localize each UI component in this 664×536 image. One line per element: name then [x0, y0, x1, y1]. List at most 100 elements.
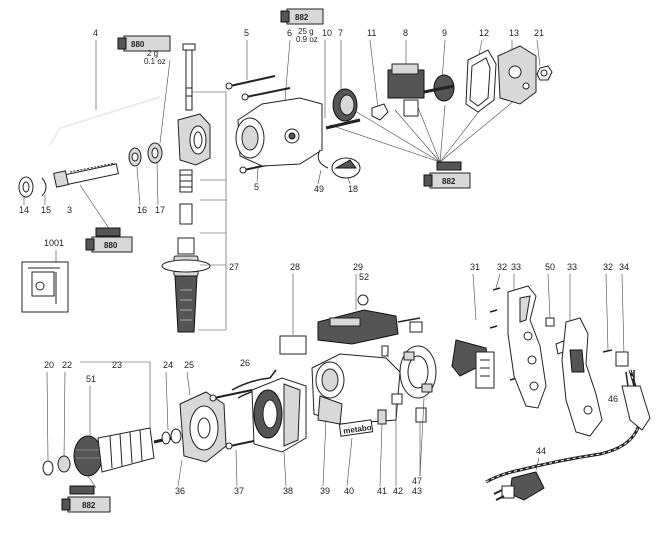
side-handle-part: [161, 255, 211, 333]
tube-label: 880: [104, 241, 118, 250]
part-number: 7: [338, 28, 343, 38]
part-number: 43: [412, 486, 422, 496]
schematic-inset: [21, 261, 69, 313]
part-number: 28: [290, 262, 300, 272]
part-number: 13: [509, 28, 519, 38]
brush-holder-part: [391, 393, 403, 405]
part-number: 15: [41, 205, 51, 215]
electronics-module-part: [451, 339, 495, 389]
part-number: 38: [283, 486, 293, 496]
part-number: 40: [344, 486, 354, 496]
tube-label: 880: [131, 40, 145, 49]
sleeve-part: [179, 203, 193, 225]
part-number: 34: [619, 262, 629, 272]
part-number: 32: [603, 262, 613, 272]
part-number: 23: [112, 360, 122, 370]
sleeve-part: [177, 237, 195, 255]
gear-housing-part: [235, 97, 323, 167]
part-number: 51: [86, 374, 96, 384]
grease-tube-icon: 880: [117, 35, 171, 52]
part-number: 14: [19, 205, 29, 215]
bearing-part: [170, 428, 182, 444]
motor-housing-part: [311, 353, 401, 425]
selector-knob-part: [331, 157, 361, 179]
brush-part: [415, 407, 427, 423]
part-number: 21: [534, 28, 544, 38]
grease-amount: 25 g: [298, 27, 314, 36]
circlip-part: [317, 149, 329, 169]
screw-part: [213, 389, 253, 399]
part-number: 44: [536, 446, 546, 456]
part-number: 41: [377, 486, 387, 496]
part-number: 36: [175, 486, 185, 496]
screw-part: [229, 75, 276, 87]
part-number: 5: [254, 182, 259, 192]
part-number: 33: [567, 262, 577, 272]
part-number: 33: [511, 262, 521, 272]
armature-part: [42, 427, 173, 477]
retaining-ring-part: [41, 177, 47, 197]
part-number: 6: [287, 28, 292, 38]
part-number: 10: [322, 28, 332, 38]
switch-block-part: [387, 63, 425, 117]
brush-part: [377, 409, 387, 425]
part-number: 25: [184, 360, 194, 370]
part-number: 37: [234, 486, 244, 496]
part-number: 5: [244, 28, 249, 38]
pin-part: [325, 118, 361, 130]
part-number: 47: [412, 476, 422, 486]
plug-part: [493, 471, 545, 501]
screw-part: [245, 87, 291, 98]
part-number: 17: [155, 205, 165, 215]
tube-label: 882: [82, 501, 96, 510]
bent-rod-part: [49, 96, 161, 146]
handle-shell-part: [507, 285, 547, 409]
part-number: 8: [403, 28, 408, 38]
part-number: 16: [137, 205, 147, 215]
handle-shell-part: [561, 317, 603, 437]
clip-part: [371, 103, 389, 121]
part-number: 12: [479, 28, 489, 38]
stator-part: [251, 377, 307, 453]
brush-plate-part: [399, 345, 437, 399]
tube-label: 882: [442, 177, 456, 186]
part-number: 11: [367, 28, 376, 38]
grease-amount: 2 g: [147, 49, 158, 58]
part-number: 42: [393, 486, 403, 496]
clamp-collar-part: [177, 113, 211, 166]
part-number: 27: [229, 262, 239, 272]
tube-label: 882: [295, 13, 309, 22]
part-number: 46: [608, 394, 618, 404]
part-number: 39: [320, 486, 330, 496]
part-number: 29: [353, 262, 363, 272]
part-number: 3: [67, 205, 72, 215]
grease-tube-icon: 882: [423, 161, 471, 189]
grease-amount: 0.1 oz: [144, 57, 166, 66]
small-plug-part: [357, 294, 369, 306]
part-number: 18: [348, 184, 358, 194]
part-number: 50: [545, 262, 555, 272]
part-number: 22: [62, 360, 72, 370]
part-number: 9: [442, 28, 447, 38]
part-number: 49: [314, 184, 324, 194]
part-number: 26: [240, 358, 250, 368]
label-plate-part: [279, 335, 307, 355]
small-cap-part: [545, 317, 555, 327]
gear-shaft-part: [423, 74, 455, 102]
grease-tube-icon: 880: [85, 227, 133, 253]
screw-part: [602, 349, 613, 353]
contact-part: [381, 345, 389, 357]
part-number: 24: [163, 360, 173, 370]
part-number: 20: [44, 360, 54, 370]
part-number: 52: [359, 272, 369, 282]
switch-assembly-part: [317, 309, 423, 345]
cable-clamp-part: [615, 351, 629, 367]
part-number: 31: [470, 262, 480, 272]
bolt-part: [185, 45, 193, 111]
part-number: 4: [93, 28, 98, 38]
grease-tube-icon: 882: [280, 8, 324, 25]
grease-amount: 0.9 oz: [296, 35, 318, 44]
wire-part: [231, 369, 277, 391]
part-number: 1001: [44, 238, 64, 248]
